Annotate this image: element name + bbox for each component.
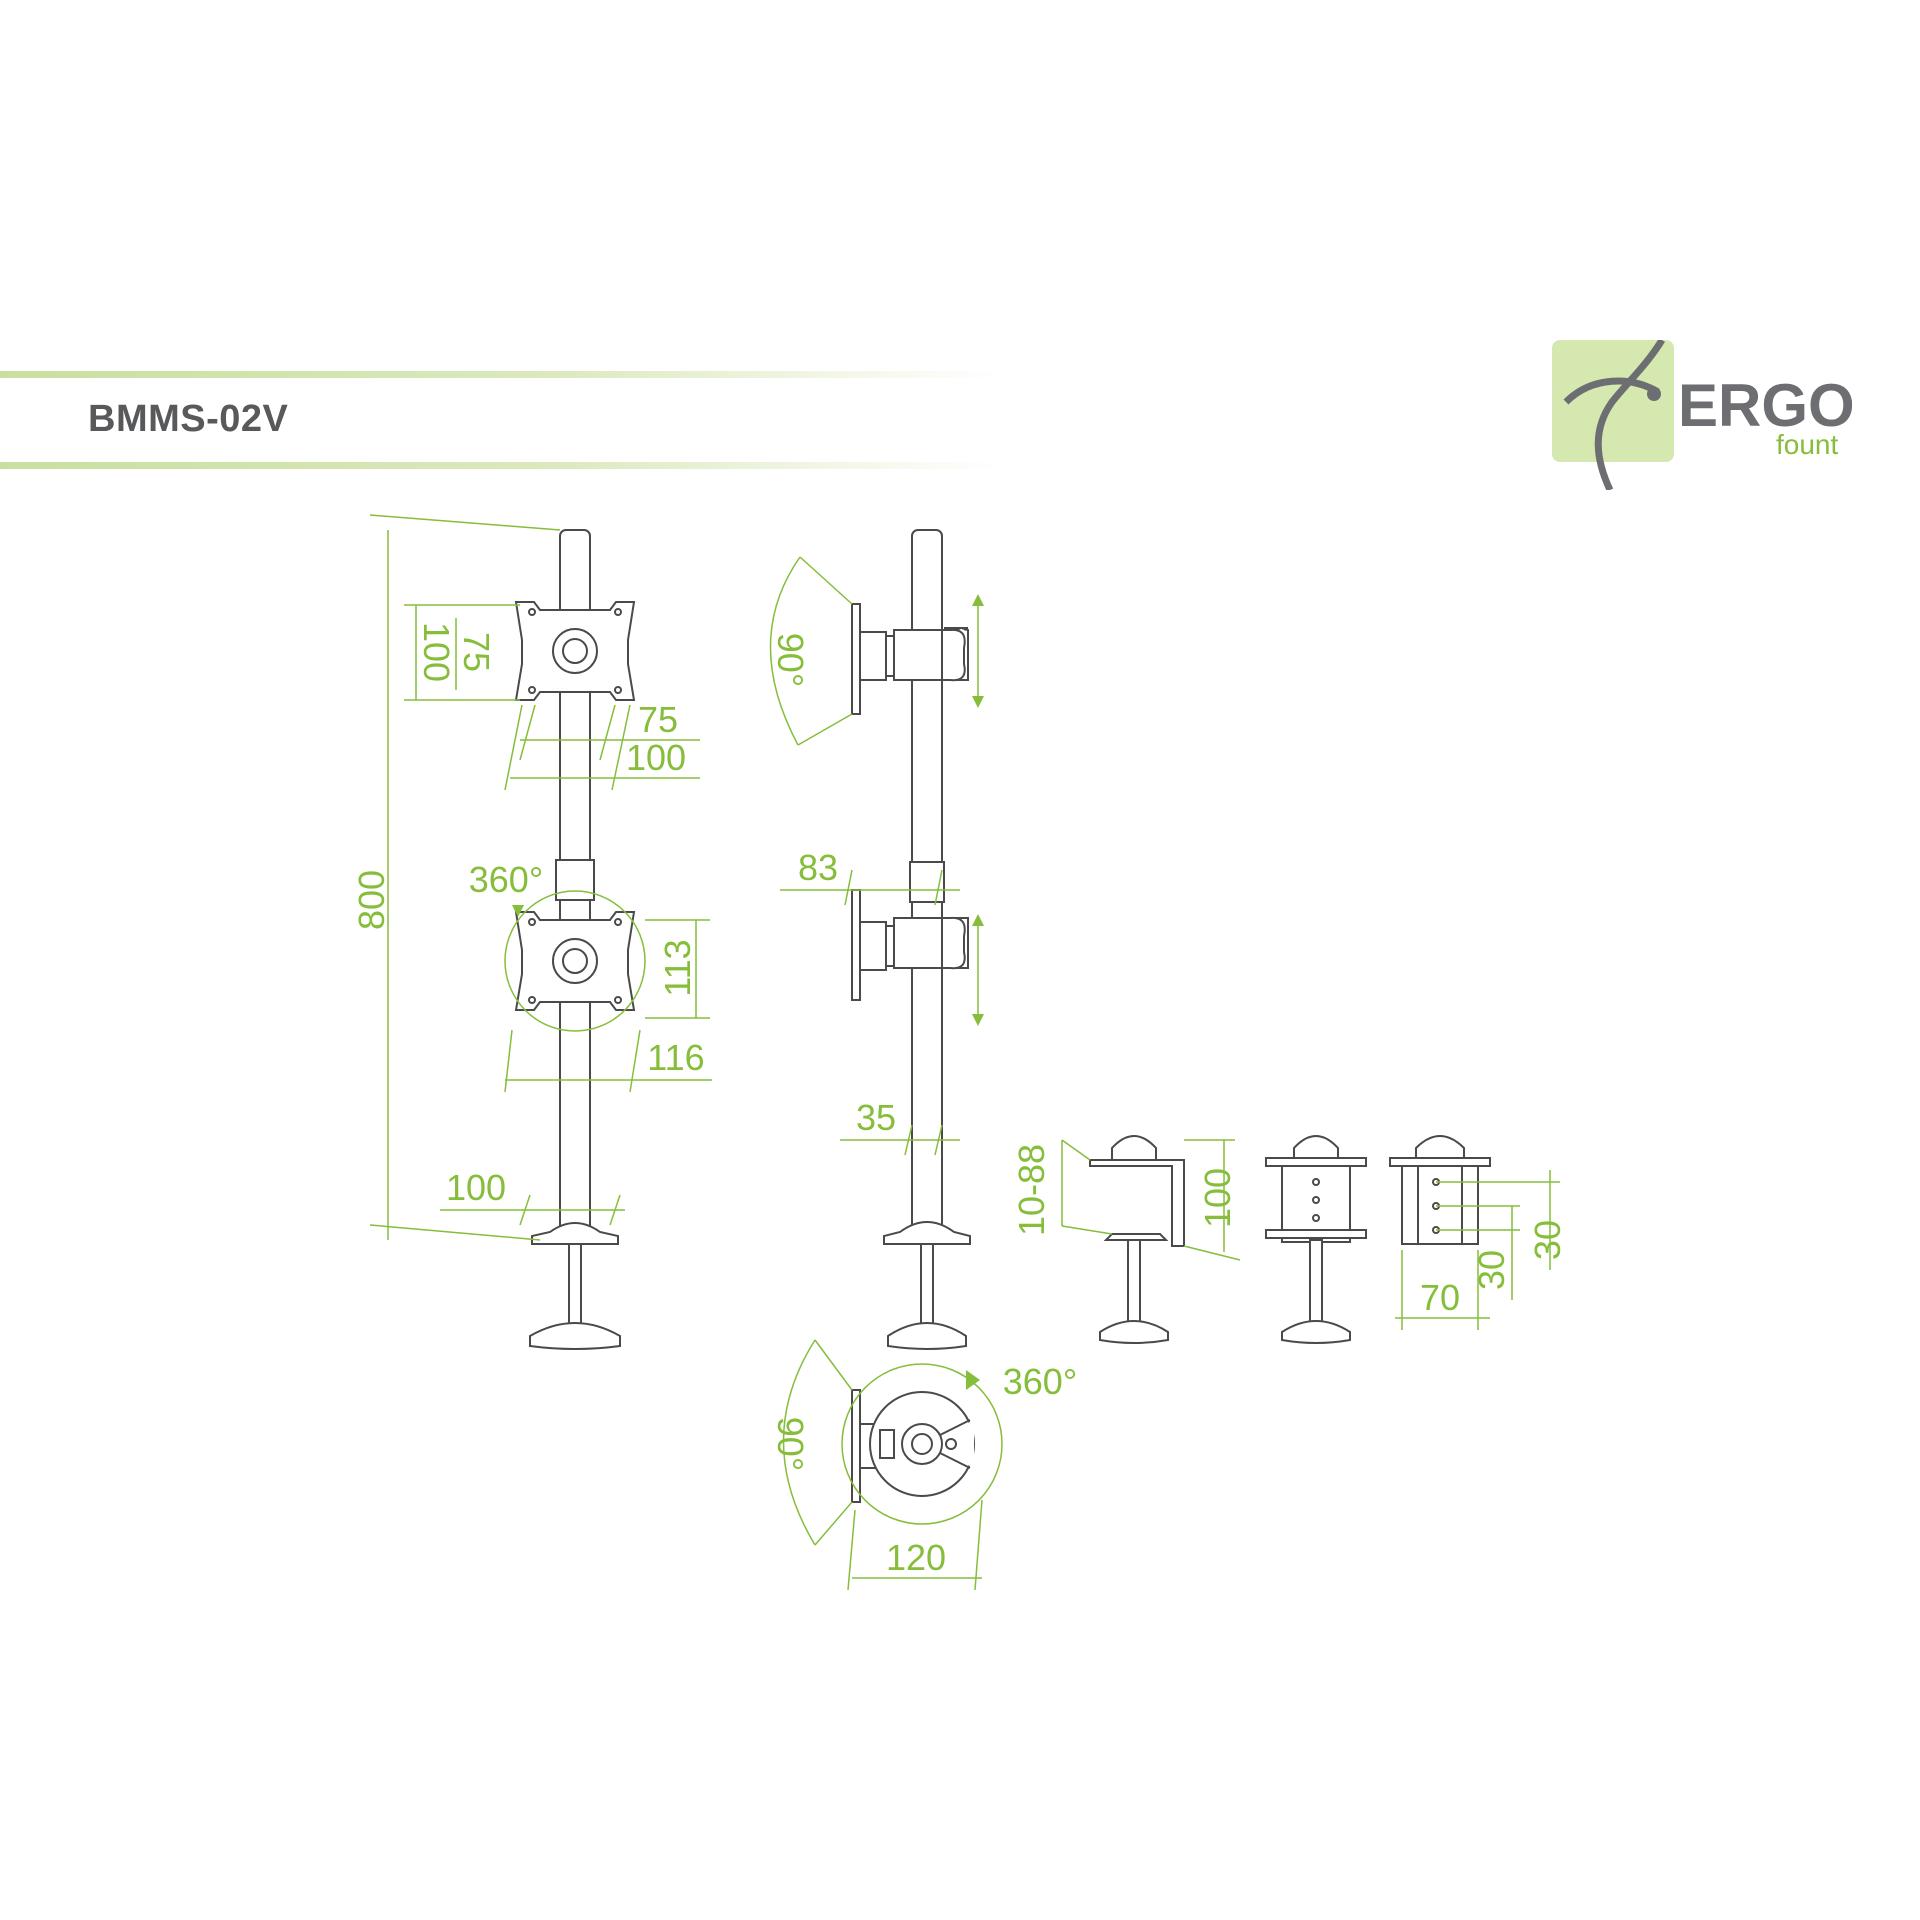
dim-base-width: 100 [446, 1167, 506, 1208]
front-clamp-knob [529, 1322, 621, 1350]
clamp-view-back [1389, 1135, 1491, 1245]
header-band-top [0, 371, 1000, 378]
dim-arm-offset: 83 [798, 847, 838, 888]
product-title: BMMS-02V [88, 398, 289, 440]
top-rotation-arrow [966, 1370, 980, 1390]
side-base [883, 1221, 971, 1245]
dim-lower-plate-width: 116 [647, 1037, 704, 1078]
dim-plate-inner-v: 75 [456, 632, 497, 672]
dim-clamp-depth: 70 [1420, 1277, 1460, 1318]
side-pole-sleeve [909, 861, 945, 903]
clamp-dimensions [1061, 1139, 1560, 1330]
side-clamp-knob [887, 1322, 967, 1350]
dim-pole-height: 800 [351, 870, 392, 930]
dim-hole-spacing-a: 30 [1471, 1250, 1512, 1290]
top-view [851, 1389, 975, 1503]
header-band-bottom [0, 462, 1000, 469]
dim-clamp-range: 10-88 [1011, 1144, 1052, 1236]
ergofount-logo: ERGO fount [1552, 340, 1852, 490]
dim-pole-diameter: 35 [856, 1097, 896, 1138]
dim-plate-inner-h: 75 [638, 699, 678, 740]
dim-top-width: 120 [886, 1537, 946, 1578]
dim-hole-spacing-b: 30 [1527, 1220, 1568, 1260]
front-view [514, 529, 636, 1350]
logo-brand-text: ERGO [1678, 372, 1852, 439]
front-rotation-arrow [512, 905, 524, 917]
clamp-view-side [1089, 1135, 1185, 1344]
dim-top-rotation: 360° [1003, 1361, 1077, 1402]
dim-plate-outer-h: 100 [626, 737, 686, 778]
front-clamp-screw [568, 1243, 582, 1327]
dim-top-tilt: 90° [770, 1417, 811, 1471]
clamp-view-front [1265, 1135, 1367, 1344]
dim-lower-plate-height: 113 [657, 939, 698, 996]
dim-clamp-height: 100 [1197, 1168, 1238, 1228]
dim-plate-outer-v: 100 [416, 622, 457, 682]
front-pole-sleeve [555, 859, 595, 901]
front-base [531, 1222, 619, 1245]
logo-sub-text: fount [1776, 429, 1838, 460]
side-bracket-shells [941, 628, 966, 970]
dim-front-rotation: 360° [469, 859, 543, 900]
top-view-dimensions [782, 1339, 1003, 1591]
dim-side-tilt: 90° [770, 633, 811, 687]
front-view-dimensions [369, 514, 712, 1241]
side-view-dimensions [769, 556, 984, 1156]
